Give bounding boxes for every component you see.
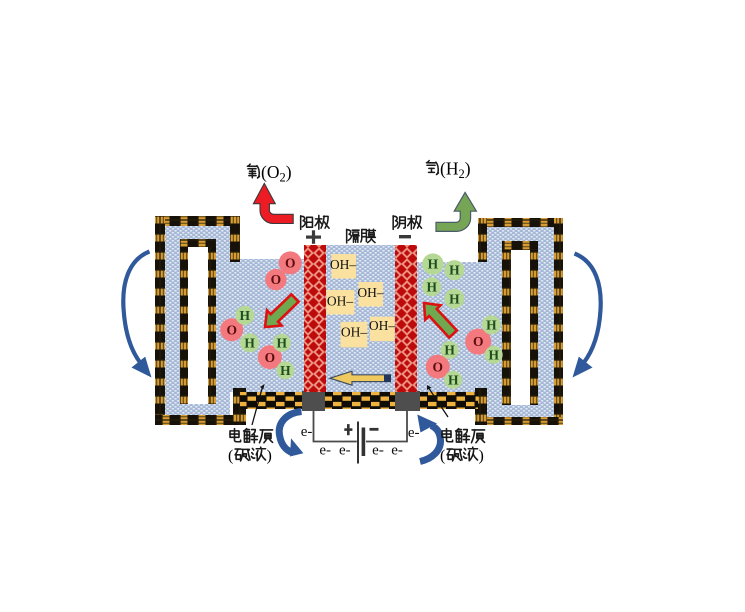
svg-text:e-: e- [301,424,313,440]
svg-text:(O2): (O2) [261,162,292,185]
svg-text:O: O [226,322,237,337]
svg-text:O: O [432,359,443,374]
svg-text:H: H [244,335,255,350]
svg-text:e-: e- [391,443,403,459]
svg-text:e-: e- [319,443,331,459]
svg-text:OH–: OH– [330,257,356,272]
svg-text:OH–: OH– [327,294,353,309]
svg-text:OH–: OH– [357,285,383,300]
svg-text:H: H [240,308,251,323]
svg-text:H: H [277,335,288,350]
svg-text:O: O [265,350,276,365]
svg-text:H: H [444,343,455,358]
svg-text:): ) [267,448,272,465]
svg-text:O: O [285,256,296,271]
svg-text:OH–: OH– [369,318,395,333]
svg-text:H: H [280,363,291,378]
svg-text:H: H [448,372,459,387]
svg-text:): ) [479,448,484,465]
svg-text:e-: e- [372,443,384,459]
svg-text:O: O [473,334,484,349]
svg-text:e-: e- [339,443,351,459]
svg-text:(: ( [440,448,445,465]
svg-text:H: H [449,263,460,278]
svg-text:H: H [426,279,437,294]
svg-text:(H2): (H2) [440,158,471,181]
svg-text:e-: e- [408,425,420,441]
svg-text:(: ( [228,448,233,465]
svg-text:H: H [488,347,499,362]
svg-text:H: H [428,257,439,272]
svg-text:H: H [486,318,497,333]
svg-text:H: H [449,291,460,306]
svg-text:OH–: OH– [341,325,367,340]
svg-text:O: O [271,272,282,287]
